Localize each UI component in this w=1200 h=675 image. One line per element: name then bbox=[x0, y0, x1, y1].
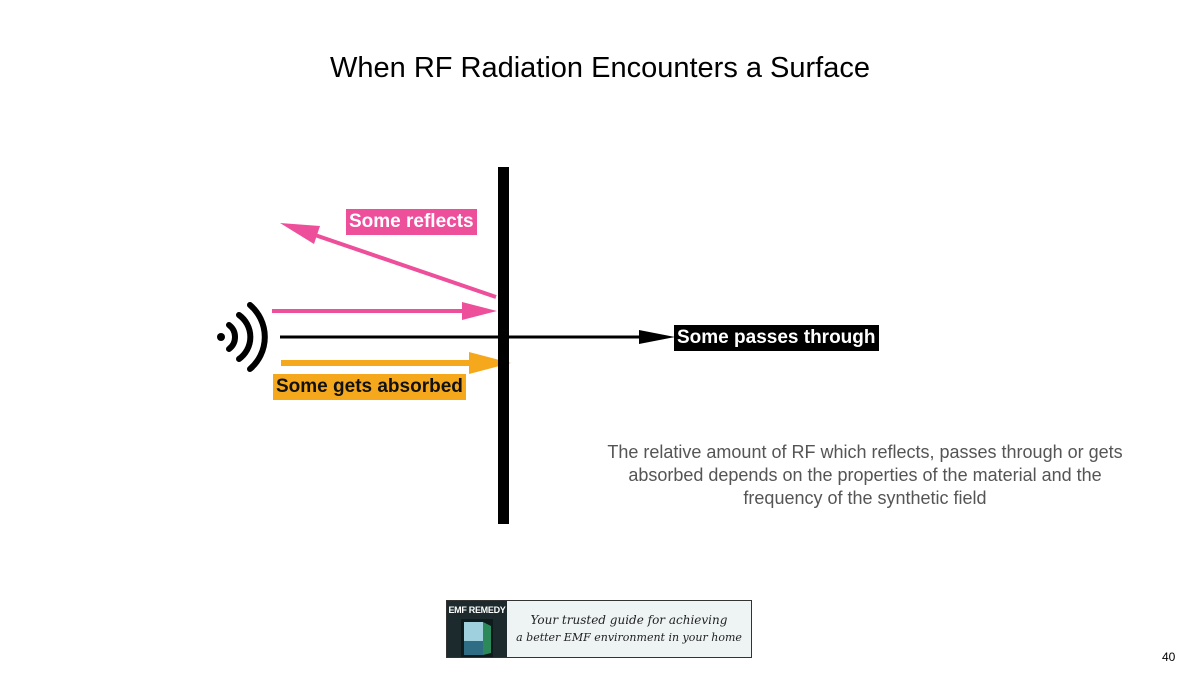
emf-remedy-banner: EMF REMEDY Your trusted guide for achiev… bbox=[446, 600, 752, 658]
door-icon bbox=[461, 619, 493, 657]
surface-wall bbox=[498, 167, 509, 524]
tagline-line-2: a better EMF environment in your home bbox=[516, 631, 742, 644]
wifi-signal-icon bbox=[217, 302, 268, 372]
incoming-reflect-arrow bbox=[272, 302, 497, 320]
banner-tagline: Your trusted guide for achieving a bette… bbox=[507, 601, 751, 657]
reflects-label: Some reflects bbox=[346, 209, 477, 235]
description-text: The relative amount of RF which reflects… bbox=[607, 442, 1123, 508]
slide-title: When RF Radiation Encounters a Surface bbox=[330, 52, 870, 84]
page-number: 40 bbox=[1162, 650, 1176, 664]
passes-through-label: Some passes through bbox=[674, 325, 879, 351]
reflected-arrow bbox=[280, 223, 497, 299]
pass-through-arrow bbox=[280, 330, 675, 344]
brand-name: EMF REMEDY bbox=[448, 605, 506, 615]
absorbed-arrow bbox=[281, 352, 511, 374]
brand-logo: EMF REMEDY bbox=[447, 601, 507, 657]
absorbed-label: Some gets absorbed bbox=[273, 374, 466, 400]
tagline-line-1: Your trusted guide for achieving bbox=[530, 613, 728, 627]
